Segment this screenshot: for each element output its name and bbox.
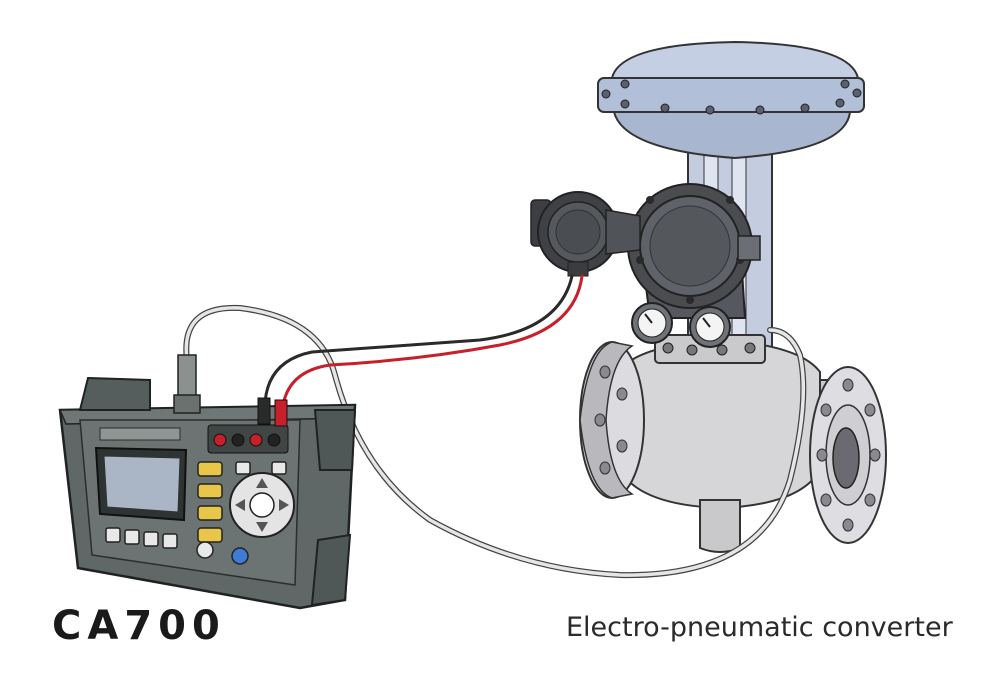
- function-keys: [197, 461, 223, 543]
- black-lead: [263, 274, 574, 417]
- input-terminals: [207, 424, 289, 454]
- electro-pneumatic-converter: [530, 191, 641, 277]
- pressure-gauge-right: [689, 306, 731, 348]
- right-flange: [809, 366, 887, 544]
- soft-keys: [105, 527, 178, 549]
- direction-pad: [229, 472, 295, 538]
- ca700-calibrator: [58, 354, 357, 610]
- valve-body: [619, 334, 821, 553]
- bluetooth-key: [231, 547, 249, 565]
- device-label: CA700: [52, 603, 226, 649]
- lcd-screen: [94, 446, 188, 522]
- test-leads: [183, 274, 807, 579]
- positioner: [627, 183, 761, 319]
- pressure-port: [173, 354, 201, 414]
- converter-label: Electro-pneumatic converter: [566, 612, 953, 643]
- red-lead: [280, 274, 584, 420]
- brand-strip: [99, 427, 181, 441]
- power-key: [196, 541, 214, 559]
- pressure-gauge-left: [631, 302, 673, 344]
- lead-plugs: [257, 397, 288, 427]
- small-keys: [235, 461, 287, 475]
- left-flange: [579, 341, 645, 499]
- actuator-housing: [597, 40, 865, 160]
